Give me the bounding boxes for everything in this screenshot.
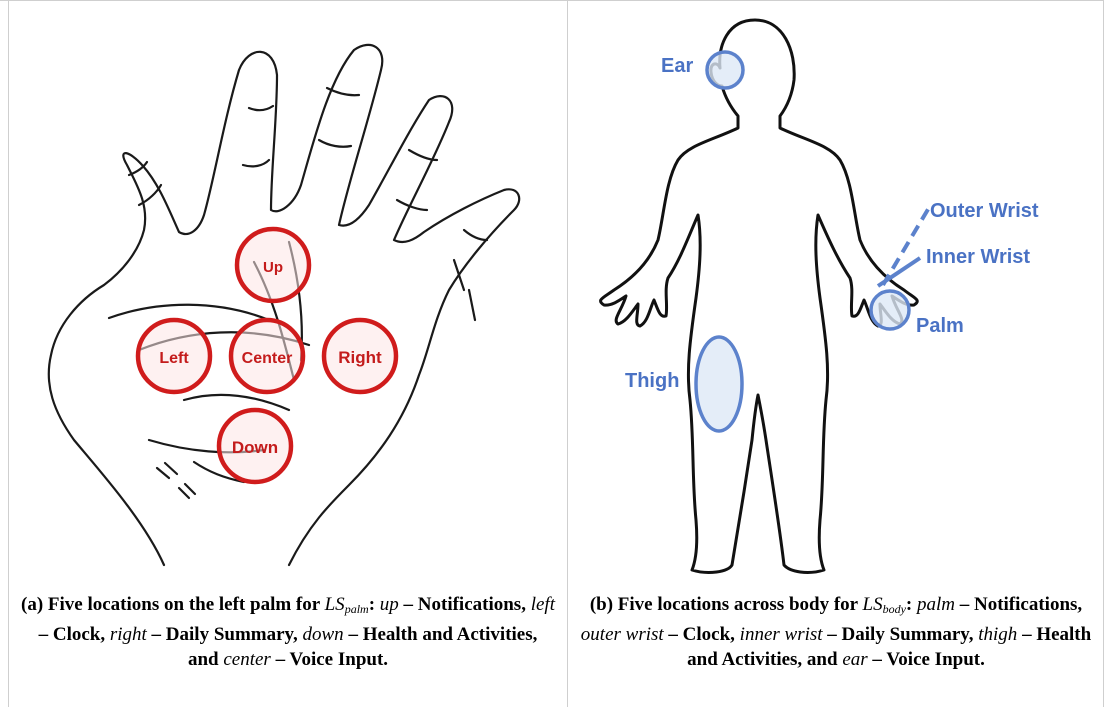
caption-b-inner-wrist-value: – Daily Summary, <box>823 624 979 645</box>
up-label: Up <box>263 259 283 276</box>
down-label: Down <box>232 438 278 457</box>
caption-a-center: center <box>223 649 270 670</box>
caption-a-up-value: – Notifications, <box>399 594 531 615</box>
caption-b-inner-wrist: inner wrist <box>740 624 823 645</box>
caption-b-ls: LS <box>863 594 883 615</box>
caption-b-outer-wrist-value: – Clock, <box>664 624 740 645</box>
caption-b-ear-value: – Voice Input. <box>868 649 985 670</box>
center-label: Center <box>242 350 293 367</box>
left-label: Left <box>159 350 189 367</box>
caption-a-left: left <box>531 594 555 615</box>
inner-wrist-pointer <box>878 258 920 286</box>
caption-b-colon: : <box>906 594 917 615</box>
caption-b: (b) Five locations across body for LSbod… <box>576 592 1096 672</box>
caption-a-up: up <box>380 594 399 615</box>
panel-a: Up Left Center Right Down (a) Five locat… <box>9 0 567 707</box>
caption-a-left-value: – Clock, <box>39 624 110 645</box>
caption-a-down: down <box>303 624 344 645</box>
outer-wrist-label: Outer Wrist <box>930 200 1039 222</box>
panel-b: Ear Outer Wrist Inner Wrist Palm Thigh (… <box>568 0 1103 707</box>
caption-a-colon: : <box>369 594 380 615</box>
caption-a-center-value: – Voice Input. <box>271 649 388 670</box>
hand-sketch: Up Left Center Right Down <box>9 0 567 590</box>
caption-a-ls-sub: palm <box>345 602 369 616</box>
caption-b-ear: ear <box>842 649 867 670</box>
caption-b-ls-sub: body <box>883 602 906 616</box>
caption-a-right: right <box>110 624 147 645</box>
right-label: Right <box>338 348 382 367</box>
caption-a: (a) Five locations on the left palm for … <box>21 592 555 672</box>
outer-wrist-pointer <box>883 206 930 285</box>
caption-a-ls: LS <box>325 594 345 615</box>
caption-b-prefix: (b) Five locations across body for <box>590 594 863 615</box>
ear-marker <box>707 52 743 88</box>
palm-marker <box>871 291 909 329</box>
body-sketch: Ear Outer Wrist Inner Wrist Palm Thigh <box>568 0 1103 590</box>
caption-b-outer-wrist: outer wrist <box>581 624 664 645</box>
ear-label: Ear <box>661 55 693 77</box>
inner-wrist-label: Inner Wrist <box>926 246 1030 268</box>
thigh-marker <box>696 337 742 431</box>
caption-b-palm: palm <box>917 594 955 615</box>
caption-b-palm-value: – Notifications, <box>955 594 1082 615</box>
caption-a-right-value: – Daily Summary, <box>147 624 303 645</box>
thigh-label: Thigh <box>625 370 679 392</box>
palm-label: Palm <box>916 315 964 337</box>
caption-a-prefix: (a) Five locations on the left palm for <box>21 594 325 615</box>
caption-b-thigh: thigh <box>978 624 1017 645</box>
